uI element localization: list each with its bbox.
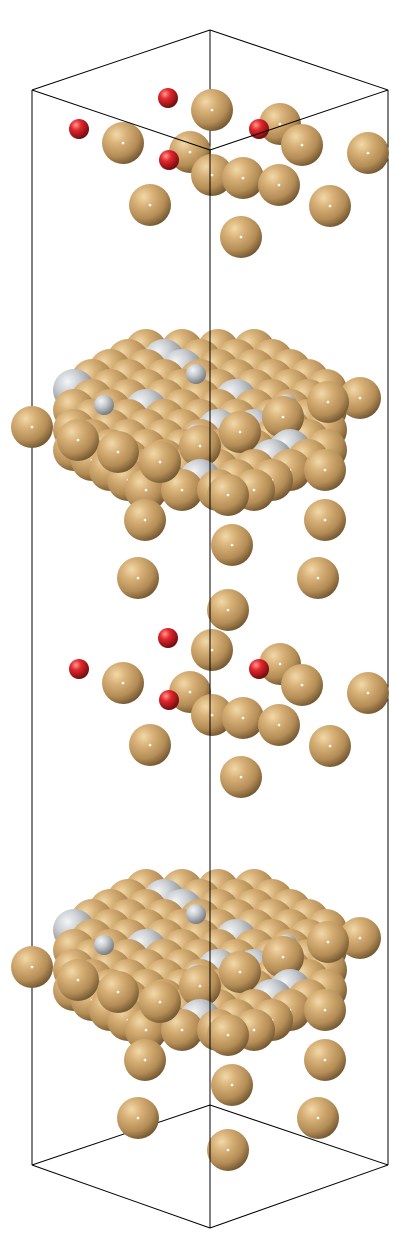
oxygen-atom — [158, 628, 178, 648]
oxygen-atom — [159, 150, 179, 170]
atom-highlight — [277, 723, 281, 727]
atom-highlight — [241, 716, 245, 720]
atom-highlight — [323, 1008, 327, 1012]
dopant-atom — [94, 395, 114, 415]
atoms — [11, 88, 389, 1171]
cell-edge — [209, 1104, 389, 1166]
atom-highlight — [144, 488, 148, 492]
cell-edge — [31, 29, 211, 91]
atom-highlight — [121, 681, 125, 685]
atom-highlight — [76, 978, 80, 982]
atom-highlight — [144, 1028, 148, 1032]
atom-highlight — [239, 775, 243, 779]
cell-edge — [31, 1104, 211, 1166]
atom-highlight — [366, 691, 370, 695]
atom-highlight — [148, 743, 152, 747]
oxygen-atom — [249, 119, 269, 139]
atom-highlight — [180, 488, 184, 492]
atom-highlight — [226, 1033, 230, 1037]
atom-highlight — [326, 400, 330, 404]
atom-highlight — [116, 990, 120, 994]
atom-highlight — [278, 122, 282, 126]
atom-highlight — [230, 1083, 234, 1087]
atom-highlight — [238, 430, 242, 434]
atom-highlight — [210, 108, 214, 112]
atom-highlight — [316, 576, 320, 580]
atom-highlight — [76, 438, 80, 442]
atom-highlight — [281, 955, 285, 959]
unit-cell-front-edges — [31, 89, 389, 1229]
atom-highlight — [241, 176, 245, 180]
cell-edge — [209, 1164, 389, 1229]
cell-edge — [31, 89, 211, 151]
atom-highlight — [143, 518, 147, 522]
oxygen-atom — [159, 690, 179, 710]
atom-highlight — [239, 235, 243, 239]
atom-highlight — [278, 662, 282, 666]
atom-highlight — [143, 1058, 147, 1062]
atom-highlight — [326, 940, 330, 944]
atom-highlight — [158, 1000, 162, 1004]
atom-highlight — [238, 970, 242, 974]
atom-highlight — [226, 1148, 230, 1152]
oxygen-atom — [249, 659, 269, 679]
atom-highlight — [323, 1058, 327, 1062]
atom-highlight — [210, 648, 214, 652]
atom-highlight — [316, 1116, 320, 1120]
atom-highlight — [158, 460, 162, 464]
atom-highlight — [230, 543, 234, 547]
oxygen-atom — [158, 88, 178, 108]
oxygen-atom — [69, 119, 89, 139]
dopant-atom — [186, 904, 206, 924]
atom-highlight — [300, 143, 304, 147]
atom-highlight — [300, 683, 304, 687]
atom-highlight — [30, 965, 34, 969]
atom-highlight — [226, 493, 230, 497]
atom-highlight — [136, 1116, 140, 1120]
atom-highlight — [180, 1028, 184, 1032]
cell-edge — [31, 1164, 211, 1229]
atom-highlight — [188, 150, 192, 154]
atom-highlight — [323, 468, 327, 472]
cell-edge — [209, 29, 389, 91]
atom-highlight — [358, 396, 362, 400]
atom-highlight — [358, 936, 362, 940]
atom-highlight — [281, 415, 285, 419]
atom-highlight — [252, 488, 256, 492]
atom-highlight — [277, 183, 281, 187]
atom-highlight — [136, 576, 140, 580]
atom-highlight — [30, 425, 34, 429]
atom-highlight — [188, 690, 192, 694]
atom-highlight — [366, 151, 370, 155]
dopant-atom — [94, 935, 114, 955]
cell-edge — [209, 89, 389, 151]
atom-highlight — [121, 141, 125, 145]
atom-highlight — [328, 204, 332, 208]
atom-highlight — [328, 744, 332, 748]
atom-highlight — [148, 203, 152, 207]
atom-highlight — [198, 444, 202, 448]
atom-highlight — [116, 450, 120, 454]
atom-highlight — [226, 608, 230, 612]
atom-highlight — [252, 1028, 256, 1032]
atom-highlight — [210, 173, 214, 177]
atom-highlight — [210, 713, 214, 717]
oxygen-atom — [69, 659, 89, 679]
dopant-atom — [186, 364, 206, 384]
atom-highlight — [323, 518, 327, 522]
atom-highlight — [198, 984, 202, 988]
